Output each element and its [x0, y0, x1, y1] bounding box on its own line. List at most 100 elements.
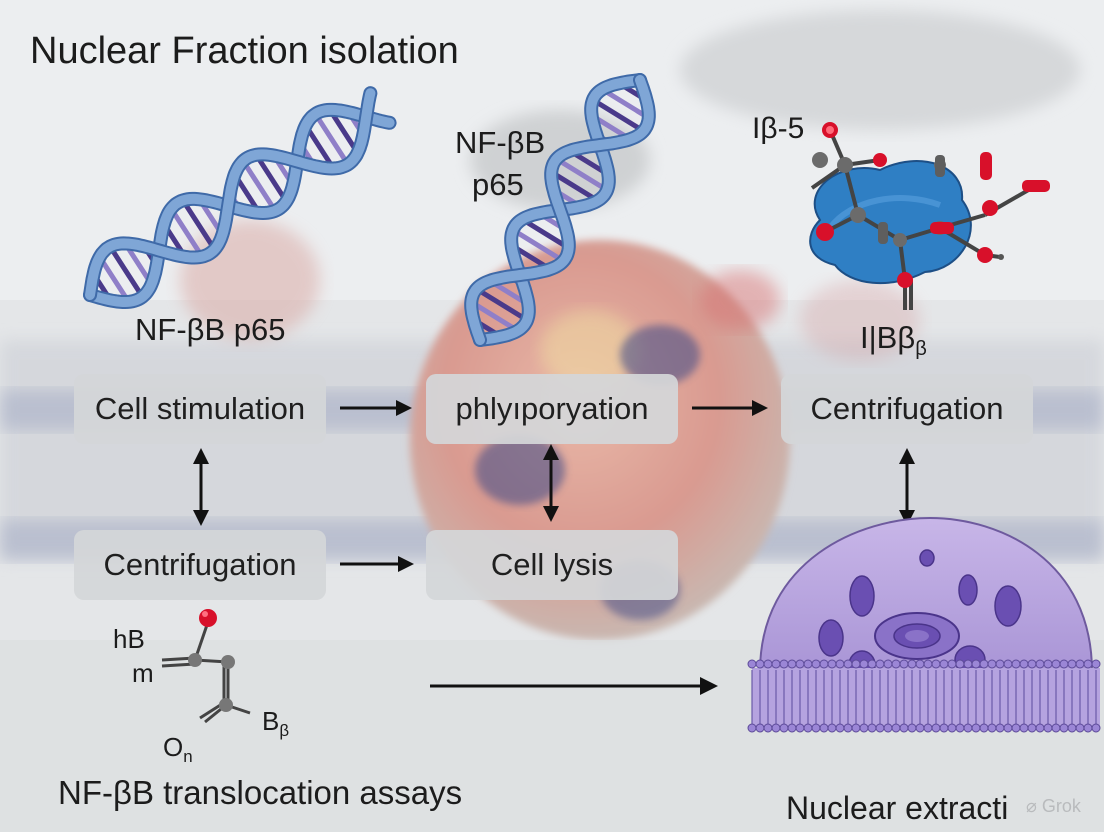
membrane-head [1059, 659, 1069, 669]
membrane-head [787, 723, 797, 733]
membrane-head [907, 659, 917, 669]
membrane-head [811, 659, 821, 669]
membrane-head [1003, 723, 1013, 733]
membrane-head [899, 723, 909, 733]
membrane-head [1035, 723, 1045, 733]
membrane-head [1075, 659, 1085, 669]
membrane-head [851, 659, 861, 669]
dna-base-pair [241, 159, 278, 213]
nucleus-illustration [747, 516, 1101, 733]
membrane-head [1027, 723, 1037, 733]
membrane-head [1011, 723, 1021, 733]
membrane-head [923, 723, 933, 733]
membrane-head [819, 723, 829, 733]
membrane-head [995, 723, 1005, 733]
membrane-head [755, 659, 765, 669]
membrane-head [867, 659, 877, 669]
protein-label-bottom-sub: β [915, 338, 927, 361]
step-phosphorylation: phlyıporyation [426, 374, 678, 444]
membrane-head [947, 723, 957, 733]
membrane-head [1083, 723, 1093, 733]
membrane-head [843, 723, 853, 733]
membrane-head [1019, 723, 1029, 733]
membrane-head [891, 659, 901, 669]
membrane-head [803, 723, 813, 733]
membrane-head [843, 659, 853, 669]
membrane-head [795, 723, 805, 733]
membrane-head [763, 659, 773, 669]
dna-base-pair [469, 299, 520, 333]
dna-base-pair [555, 156, 609, 193]
protein-label-bottom: I|Bββ [860, 320, 927, 361]
membrane-head [955, 723, 965, 733]
dna-base-pair [97, 255, 131, 304]
dna-base-pair [591, 97, 645, 134]
membrane-head [1075, 723, 1085, 733]
watermark: ⌀ Grok [1026, 796, 1081, 817]
membrane-band [752, 668, 1100, 726]
process-arrows [193, 400, 915, 695]
membrane-head [883, 723, 893, 733]
membrane-head [1051, 659, 1061, 669]
membrane-head [883, 659, 893, 669]
dna-base-pair [169, 207, 205, 259]
step-cell-lysis: Cell lysis [426, 530, 678, 600]
membrane-head [747, 659, 757, 669]
protein-label-top: Iβ-5 [752, 112, 805, 145]
membrane-head [795, 659, 805, 669]
membrane-head [963, 723, 973, 733]
membrane-head [1083, 659, 1093, 669]
dna-backbone [85, 88, 376, 300]
membrane-head [1043, 723, 1053, 733]
membrane-head [987, 723, 997, 733]
membrane-head [811, 723, 821, 733]
dna-base-pair [327, 108, 360, 155]
membrane-head [971, 659, 981, 669]
membrane-head [867, 723, 877, 733]
membrane-head [875, 659, 885, 669]
dna-base-pair [520, 217, 571, 251]
membrane-head [891, 723, 901, 733]
dna-backbone [85, 104, 395, 307]
dna-base-pair [303, 124, 336, 170]
membrane-head [1091, 659, 1101, 669]
dna-base-pair [511, 227, 565, 264]
membrane-head [779, 659, 789, 669]
membrane-head [1035, 659, 1045, 669]
step-centrifugation-top: Centrifugation [781, 374, 1033, 444]
membrane-head [747, 723, 757, 733]
membrane-head [1043, 659, 1053, 669]
membrane-head [1067, 659, 1077, 669]
dna-backbone [466, 75, 654, 345]
membrane-head [787, 659, 797, 669]
dna-label-middle-line1: NF-βB [455, 125, 546, 160]
membrane-head [859, 659, 869, 669]
membrane-head [779, 723, 789, 733]
dna-helix-left [83, 86, 397, 309]
watermark-icon: ⌀ [1026, 796, 1037, 816]
dna-base-pair [475, 286, 529, 323]
membrane-head [1011, 659, 1021, 669]
dna-label-middle-line2: p65 [472, 167, 524, 202]
membrane-head [755, 723, 765, 733]
membrane-head [771, 659, 781, 669]
membrane-head [995, 659, 1005, 669]
dna-base-pair [549, 169, 600, 203]
step-centrifugation-bottom: Centrifugation [74, 530, 326, 600]
membrane-head [963, 659, 973, 669]
membrane-head [771, 723, 781, 733]
dna-base-pair [313, 112, 351, 166]
molecule-label-b-sub: β [279, 720, 290, 740]
membrane-head [1051, 723, 1061, 733]
molecule-label-o-main: O [163, 732, 184, 762]
membrane-head [819, 659, 829, 669]
membrane-head [923, 659, 933, 669]
dna-label-left: NF-βB p65 [135, 312, 286, 347]
molecule-label-m: m [132, 658, 154, 688]
protein-label-bottom-main: I|Bβ [860, 320, 916, 355]
membrane-head [915, 723, 925, 733]
membrane-head [899, 659, 909, 669]
membrane-head [971, 723, 981, 733]
membrane-head [875, 723, 885, 733]
